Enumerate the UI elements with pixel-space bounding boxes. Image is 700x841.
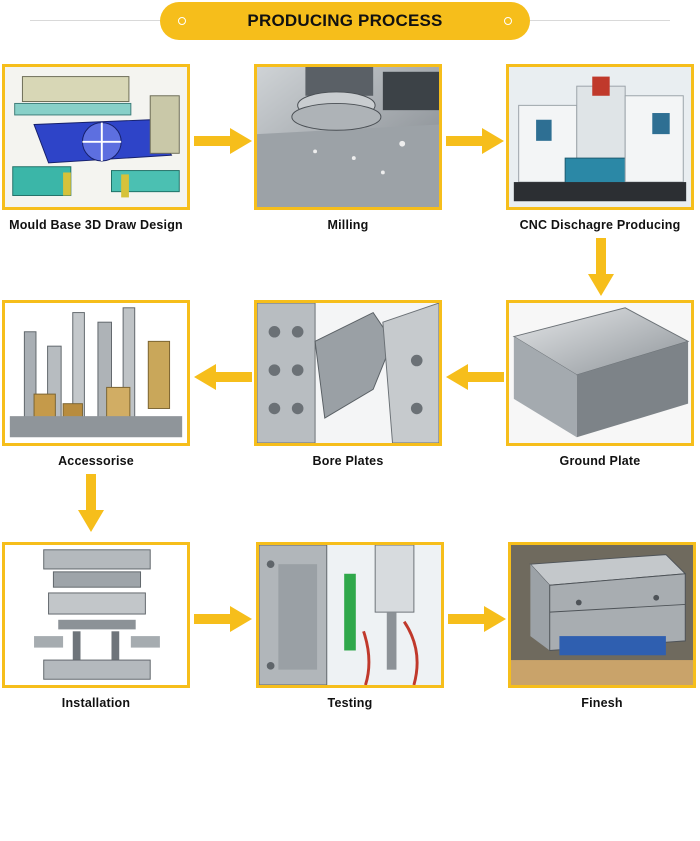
step-label-installation: Installation xyxy=(61,696,131,710)
step-image-accessorise xyxy=(2,300,190,446)
arrow-right-icon xyxy=(194,128,252,154)
step-label-cnc: CNC Dischagre Producing xyxy=(519,218,681,232)
step-image-mould-design xyxy=(2,64,190,210)
header-dot-left xyxy=(178,17,186,25)
header-divider-right xyxy=(530,20,670,21)
header-dot-right xyxy=(504,17,512,25)
page-title: PRODUCING PROCESS xyxy=(247,11,443,30)
step-label-ground-plate: Ground Plate xyxy=(559,454,641,468)
arrow-right-icon xyxy=(448,606,506,632)
arrow-left-icon xyxy=(446,364,504,390)
step-image-finish xyxy=(508,542,696,688)
step-label-finish: Finesh xyxy=(581,696,623,710)
step-label-accessorise: Accessorise xyxy=(58,454,134,468)
step-image-ground-plate xyxy=(506,300,694,446)
arrow-down-icon xyxy=(78,474,104,532)
arrow-right-icon xyxy=(194,606,252,632)
arrow-down-icon xyxy=(588,238,614,296)
step-image-cnc xyxy=(506,64,694,210)
step-image-milling xyxy=(254,64,442,210)
step-label-testing: Testing xyxy=(327,696,373,710)
step-label-milling: Milling xyxy=(327,218,369,232)
arrow-right-icon xyxy=(446,128,504,154)
header-divider-left xyxy=(30,20,160,21)
step-label-mould-design: Mould Base 3D Draw Design xyxy=(9,218,183,232)
step-label-bore-plates: Bore Plates xyxy=(312,454,384,468)
header-banner: PRODUCING PROCESS xyxy=(160,2,530,40)
arrow-left-icon xyxy=(194,364,252,390)
step-image-testing xyxy=(256,542,444,688)
step-image-bore-plates xyxy=(254,300,442,446)
step-image-installation xyxy=(2,542,190,688)
